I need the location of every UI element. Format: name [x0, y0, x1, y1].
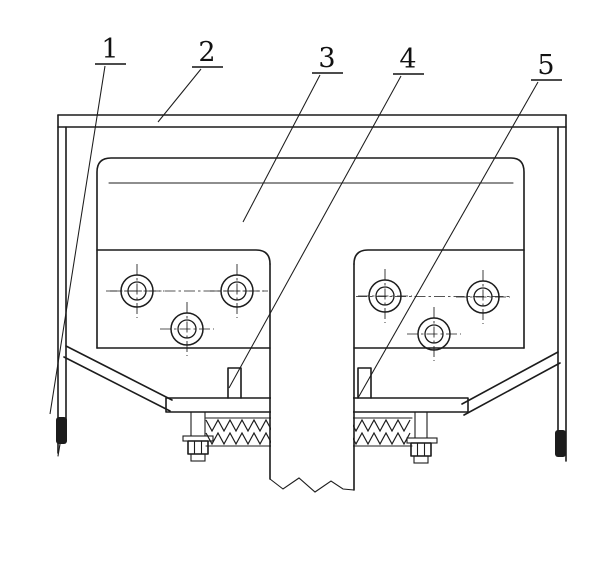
left-clamp-tab [227, 367, 242, 399]
ref-label-2: 2 [198, 37, 215, 68]
ref-label-3: 3 [318, 43, 335, 74]
leader-line-2 [157, 68, 202, 123]
leader-line-1 [49, 65, 106, 415]
bolt-hole [456, 270, 510, 324]
top-rail [57, 114, 567, 128]
right-post-stop [555, 430, 566, 457]
break-line [269, 477, 355, 493]
left-post [56, 114, 67, 457]
right-bolt-nut [410, 442, 432, 457]
left-bolt [182, 411, 214, 462]
ref-label-1: 1 [101, 34, 118, 65]
leader-line-4 [228, 75, 402, 389]
ref-label-5: 5 [537, 50, 554, 81]
ref-label-4: 4 [399, 44, 416, 75]
left-bolt-nut [187, 440, 209, 455]
bolt-hole [160, 302, 214, 356]
right-bolt [406, 411, 438, 464]
leader-line-3 [242, 74, 321, 223]
center-column [269, 253, 355, 493]
bolt-holes [106, 264, 512, 361]
left-post-stop [56, 417, 67, 444]
bolt-hole [407, 307, 461, 361]
right-clamp-tab [357, 367, 372, 399]
reference-labels: 1 2 3 4 5 [49, 34, 562, 415]
support-straps [63, 345, 561, 416]
right-post [555, 114, 567, 462]
bolt-hole [358, 269, 412, 323]
leader-line-5 [357, 81, 539, 399]
body-step-line [96, 249, 525, 265]
bolt-hole [110, 264, 164, 318]
bolt-hole [210, 264, 264, 318]
